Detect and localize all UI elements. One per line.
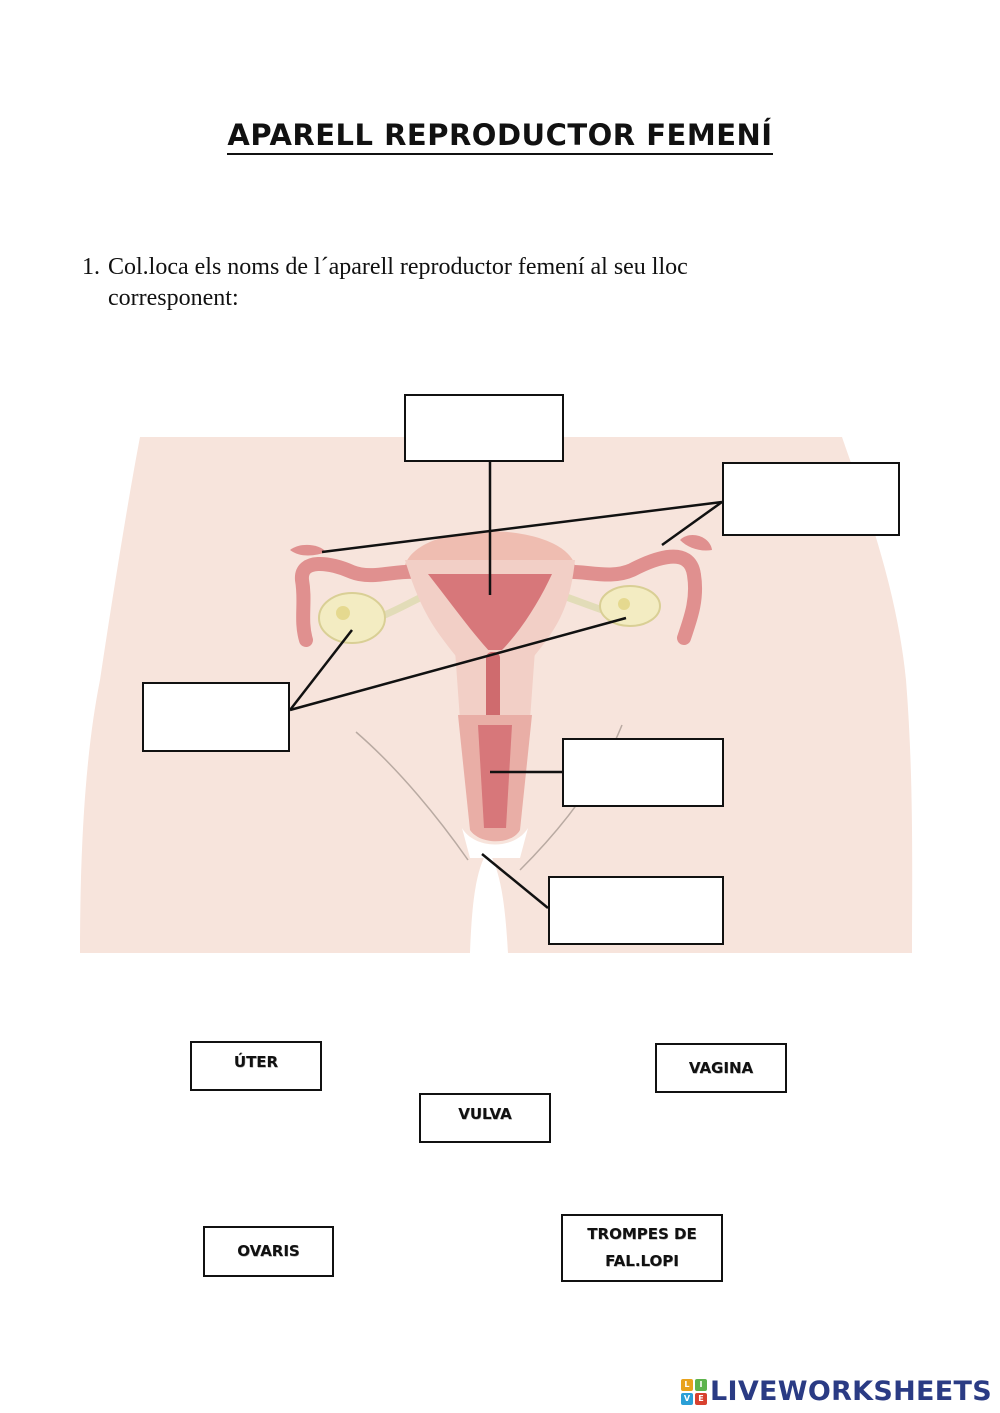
thigh-line-left [355,731,469,861]
word-chip-vagina[interactable]: VAGINA [655,1043,787,1093]
fallopian-tube-left [295,556,425,647]
ovary-left [318,592,386,644]
chip-label-trompes-line2: FAL.LOPI [605,1252,679,1270]
logo-tile-v: V [680,1392,693,1405]
vulva-area [462,828,528,858]
reproductive-system-illustration [80,437,913,953]
worksheet-title: APARELL REPRODUCTOR FEMENÍ [0,118,1000,155]
logo-tile-l: L [680,1378,693,1391]
chip-label-vagina: VAGINA [688,1058,754,1077]
leader-trompa-right [661,500,723,547]
follicle-left [336,606,350,620]
answer-box-vulva[interactable] [548,876,724,945]
leader-lines [289,462,723,909]
answer-box-vagina[interactable] [562,738,724,807]
word-chip-ovaris[interactable]: OVARIS [203,1226,334,1277]
leader-trompa-left [321,500,723,554]
ovary-right [599,585,661,627]
word-chip-vulva[interactable]: VULVA [419,1093,551,1143]
answer-box-uter[interactable] [404,394,564,462]
chip-label-ovaris: OVARIS [237,1242,300,1260]
fallopian-tube-right [555,549,703,645]
answer-box-trompes[interactable] [722,462,900,536]
logo-tile-i: I [694,1378,707,1391]
word-chip-uter[interactable]: ÚTER [190,1041,322,1091]
liveworksheets-logo-icon: L I V E [680,1378,707,1405]
instruction: 1. Col.loca els noms de l´aparell reprod… [82,252,822,314]
liveworksheets-brand: L I V E LIVEWORKSHEETS [680,1376,992,1407]
logo-tile-e: E [694,1392,707,1405]
answer-box-ovaris[interactable] [142,682,290,752]
vagina-canal [478,725,512,828]
fimbria-right [680,535,712,551]
brand-text: LIVEWORKSHEETS [709,1376,992,1407]
anatomy-diagram [0,380,1000,970]
leader-ovari-left [289,629,353,711]
instruction-text: Col.loca els noms de l´aparell reproduct… [108,254,688,311]
uterine-cavity [428,574,552,652]
fimbria-left [290,544,326,556]
cervical-canal [486,652,500,724]
chip-label-vulva: VULVA [458,1105,512,1123]
follicle-right [618,598,630,610]
chip-label-uter: ÚTER [233,1053,279,1071]
leader-ovari-right [289,616,627,712]
leader-vulva [481,853,549,909]
instruction-number: 1. [82,254,100,280]
word-chip-trompes[interactable]: TROMPES DE FAL.LOPI [561,1214,723,1282]
title-text: APARELL REPRODUCTOR FEMENÍ [227,118,773,155]
chip-label-trompes-line1: TROMPES DE [587,1225,697,1243]
